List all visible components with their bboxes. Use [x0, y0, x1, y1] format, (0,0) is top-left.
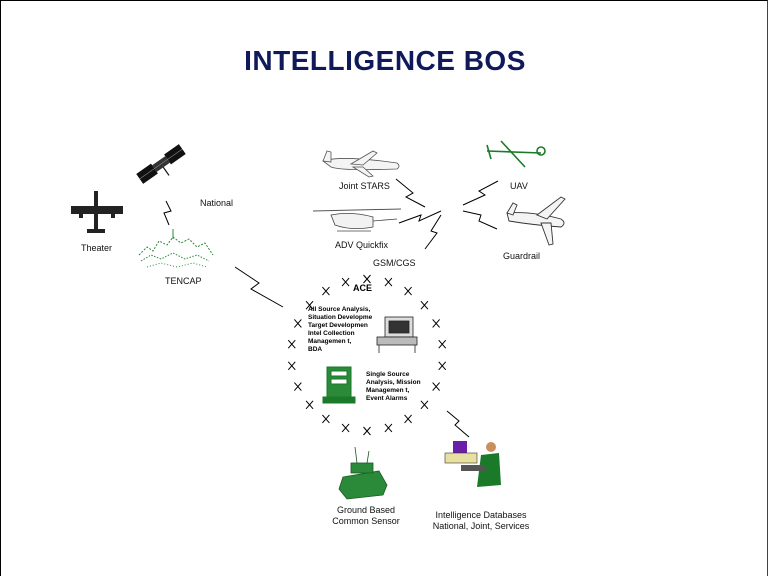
ace-all-source-text: All Source Analysis, Situation Developme…: [308, 306, 373, 353]
ring-x-mark: [404, 414, 412, 424]
ace-ring: [287, 274, 447, 436]
label-national: National: [200, 198, 234, 208]
label-ace: ACE: [353, 283, 373, 293]
jstars-aircraft-icon: [322, 150, 400, 178]
label-joint-stars: Joint STARS: [339, 181, 390, 191]
ring-x-mark: [432, 319, 441, 328]
uav-icon: [486, 140, 546, 168]
ring-x-mark: [420, 300, 429, 310]
ring-x-mark: [438, 339, 447, 349]
ground-sensor-vehicle-icon: [338, 446, 388, 500]
ring-x-mark: [305, 400, 314, 410]
ring-x-mark: [363, 426, 371, 436]
ring-x-mark: [293, 382, 302, 391]
tencap-terrain-icon: [138, 229, 214, 268]
label-intel-databases: Intelligence Databases National, Joint, …: [432, 510, 530, 531]
ring-x-mark: [341, 423, 350, 433]
link-uav-hub: [462, 180, 499, 206]
ring-x-mark: [341, 277, 350, 287]
link-tencap-ace: [234, 266, 284, 308]
label-uav: UAV: [510, 181, 528, 191]
analyst-computer-icon: [444, 441, 501, 487]
ring-x-mark: [305, 300, 314, 310]
cargo-plane-icon: [71, 191, 123, 233]
label-adv-quickfix: ADV Quickfix: [335, 240, 389, 250]
satellite-icon: [136, 144, 186, 184]
link-jstars-hub: [395, 178, 426, 208]
label-ground-sensor: Ground Based Common Sensor: [332, 505, 400, 526]
link-guardrail-hub: [462, 210, 498, 230]
ring-x-mark: [363, 274, 371, 284]
ring-x-mark: [404, 286, 412, 296]
ring-x-mark: [293, 319, 302, 328]
link-national: [163, 200, 172, 226]
ring-x-mark: [384, 423, 393, 433]
link-db-ace: [446, 410, 470, 438]
ring-x-mark: [384, 277, 393, 287]
label-gsm-cgs: GSM/CGS: [373, 258, 416, 268]
ace-single-source-text: Single Source Analysis, Mission Manageme…: [366, 371, 421, 402]
ring-x-mark: [420, 400, 429, 410]
label-tencap: TENCAP: [165, 276, 202, 286]
guardrail-aircraft-icon: [506, 196, 566, 246]
label-theater: Theater: [81, 243, 113, 253]
label-guardrail: Guardrail: [503, 251, 541, 261]
comm-links: [163, 178, 499, 438]
ring-x-mark: [438, 361, 447, 371]
shelter-vehicle-icon: [322, 366, 356, 404]
ring-x-mark: [287, 339, 296, 349]
link-hub-gsm: [424, 214, 442, 250]
link-quickfix-hub: [398, 210, 442, 224]
helicopter-icon: [312, 208, 402, 232]
ring-x-mark: [322, 414, 330, 424]
ring-x-mark: [287, 361, 296, 371]
workstation-icon: [376, 316, 418, 353]
ring-x-mark: [432, 382, 441, 391]
ring-x-mark: [322, 286, 330, 296]
page-title: INTELLIGENCE BOS: [244, 45, 526, 76]
